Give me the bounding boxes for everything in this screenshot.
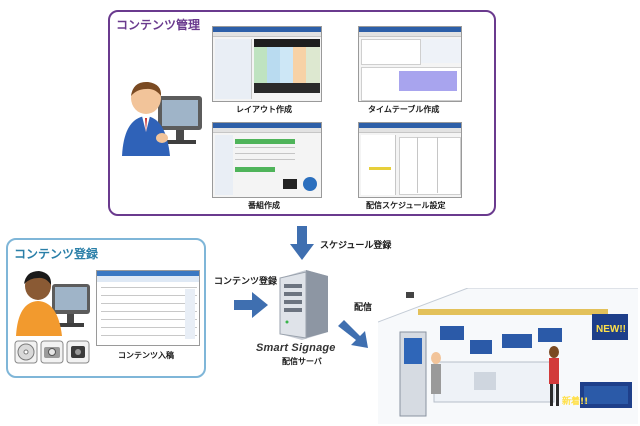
down-arrow-icon	[290, 226, 314, 260]
content-management-title: コンテンツ管理	[116, 18, 201, 32]
content-registration-panel	[6, 238, 206, 378]
layout-editor-screenshot	[212, 26, 322, 102]
operator-at-pc-icon	[122, 81, 202, 156]
store-illustration: NEW!! 新着!!	[378, 288, 638, 424]
registrar-at-pc-icon	[16, 271, 90, 336]
smart-signage-logo: Smart Signage	[256, 342, 336, 354]
server-caption: 配信サーバ	[282, 357, 322, 366]
program-caption: 番組作成	[248, 201, 280, 210]
server-icon	[279, 270, 328, 340]
media-devices-icon	[14, 340, 90, 364]
content-registration-flow-label: コンテンツ登録	[214, 277, 278, 287]
store-sign-text: NEW!!	[596, 324, 626, 335]
schedule-registration-label: スケジュール登録	[320, 241, 392, 251]
layout-caption: レイアウト作成	[236, 105, 292, 114]
schedule-caption: 配信スケジュール設定	[366, 201, 446, 210]
diagonal-arrow-icon	[338, 320, 368, 348]
delivery-label: 配信	[354, 303, 373, 313]
right-arrow-icon	[234, 292, 268, 318]
program-editor-screenshot	[212, 122, 322, 198]
store-banner-text: 新着!!	[562, 395, 588, 407]
timetable-editor-screenshot	[358, 26, 462, 102]
content-management-panel	[108, 10, 496, 216]
content-registration-title: コンテンツ登録	[14, 247, 99, 261]
schedule-editor-screenshot	[358, 122, 462, 198]
content-upload-screenshot	[96, 270, 200, 346]
upload-caption: コンテンツ入稿	[118, 351, 174, 360]
timetable-caption: タイムテーブル作成	[368, 105, 440, 114]
